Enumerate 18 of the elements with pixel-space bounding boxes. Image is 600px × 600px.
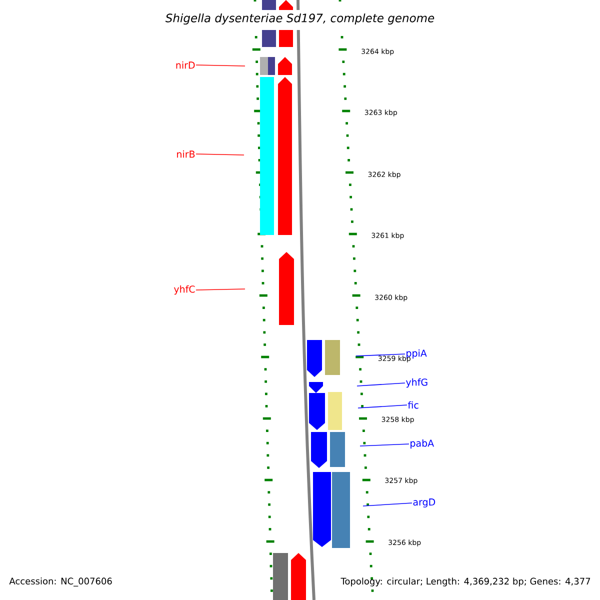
accession-text: Accession: NC_007606 [9,578,112,586]
gene-label: argD [413,498,436,508]
leader-line [196,154,244,156]
genome-summary-text: Topology: circular; Length: 4,369,232 bp; Genes: 4,377 [340,578,590,586]
gene-label: nirB [177,150,195,158]
gene-label: yhfG [406,378,428,388]
gene-label: pabA [410,439,434,449]
gene-label: fic [408,401,418,409]
title: Shigella dysenteriae Sd197, complete genome [165,13,434,25]
gene-label: yhfC [174,285,195,295]
gene-label: nirD [176,61,195,69]
leader-line [356,382,406,386]
leader-line [196,64,246,66]
leader-line [358,404,408,408]
leader-line [356,354,406,356]
leader-line [196,288,246,290]
leader-line [362,502,412,506]
leader-line [360,444,410,446]
